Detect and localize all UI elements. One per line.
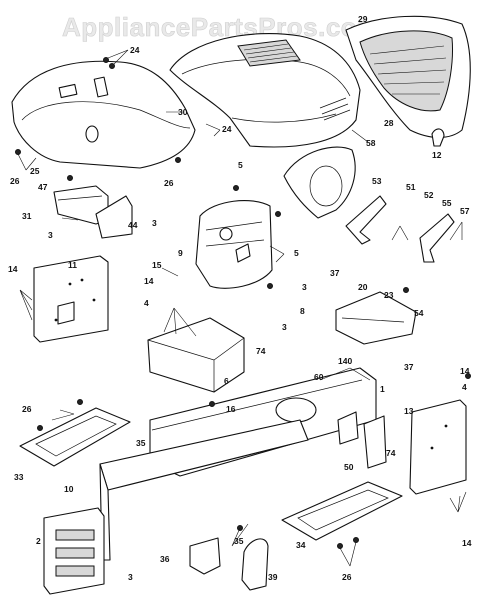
- hood-latch[interactable]: [431, 128, 445, 147]
- callout-3: 3: [48, 230, 53, 240]
- callout-31: 31: [22, 211, 32, 221]
- footrest-left[interactable]: [19, 407, 131, 467]
- footrest-right[interactable]: [281, 481, 403, 541]
- callout-26: 26: [342, 572, 352, 582]
- callout-30: 30: [178, 107, 188, 117]
- engine-hood[interactable]: [169, 33, 361, 148]
- callout-140: 140: [338, 356, 352, 366]
- callout-5: 5: [294, 248, 299, 258]
- callout-3: 3: [128, 572, 133, 582]
- callout-60: 60: [314, 372, 324, 382]
- callout-44: 44: [128, 220, 138, 230]
- callout-57: 57: [460, 206, 470, 216]
- bracket-55[interactable]: [419, 213, 455, 263]
- callout-4: 4: [144, 298, 149, 308]
- callout-4: 4: [462, 382, 467, 392]
- callout-6: 6: [224, 376, 229, 386]
- leader-lines: [17, 49, 467, 567]
- bracket-74[interactable]: [363, 415, 387, 469]
- callout-28: 28: [384, 118, 394, 128]
- callout-74: 74: [386, 448, 396, 458]
- callout-20: 20: [358, 282, 368, 292]
- callout-26: 26: [164, 178, 174, 188]
- callout-1: 1: [380, 384, 385, 394]
- dash-panel[interactable]: [195, 200, 273, 289]
- callout-34: 34: [296, 540, 306, 550]
- watermark-text: AppliancePartsPros.com: [62, 12, 381, 42]
- side-panel-13[interactable]: [409, 399, 467, 495]
- front-grille[interactable]: [345, 15, 471, 139]
- hood-side-vents: [319, 97, 351, 121]
- callout-47: 47: [38, 182, 48, 192]
- callout-12: 12: [432, 150, 442, 160]
- mount-plate[interactable]: [335, 291, 417, 345]
- battery-tray[interactable]: [147, 317, 245, 393]
- callout-37: 37: [330, 268, 340, 278]
- callout-11: 11: [68, 260, 77, 270]
- callout-9: 9: [178, 248, 183, 258]
- callout-23: 23: [384, 290, 394, 300]
- bracket-50[interactable]: [337, 411, 359, 445]
- bracket-39[interactable]: [241, 538, 269, 591]
- bracket-36[interactable]: [189, 537, 221, 575]
- callout-35: 35: [136, 438, 146, 448]
- callout-14: 14: [144, 276, 154, 286]
- hardware-fasteners: [14, 57, 471, 550]
- callout-50: 50: [344, 462, 354, 472]
- callout-58: 58: [366, 138, 376, 148]
- callout-55: 55: [442, 198, 452, 208]
- callout-24: 24: [130, 45, 140, 55]
- callout-51: 51: [406, 182, 416, 192]
- hood-grille: [237, 39, 301, 67]
- callout-13: 13: [404, 406, 414, 416]
- callout-15: 15: [152, 260, 162, 270]
- callout-26: 26: [22, 404, 32, 414]
- callout-74: 74: [256, 346, 266, 356]
- callout-29: 29: [358, 14, 368, 24]
- callout-53: 53: [372, 176, 382, 186]
- callout-14: 14: [8, 264, 18, 274]
- callout-8: 8: [300, 306, 305, 316]
- callout-35: 35: [234, 536, 244, 546]
- callout-16: 16: [226, 404, 236, 414]
- callout-3: 3: [302, 282, 307, 292]
- callout-2: 2: [36, 536, 41, 546]
- callout-14: 14: [460, 366, 470, 376]
- callout-39: 39: [268, 572, 278, 582]
- callout-33: 33: [14, 472, 24, 482]
- callout-37: 37: [404, 362, 414, 372]
- callout-25: 25: [30, 166, 40, 176]
- heat-shield[interactable]: [283, 146, 356, 219]
- callout-3: 3: [152, 218, 157, 228]
- side-rail-2[interactable]: [43, 507, 105, 595]
- callout-26: 26: [10, 176, 20, 186]
- callout-36: 36: [160, 554, 170, 564]
- mount-bracket-44[interactable]: [95, 195, 133, 239]
- bracket-53[interactable]: [345, 195, 387, 245]
- callout-10: 10: [64, 484, 74, 494]
- callout-14: 14: [462, 538, 472, 548]
- callout-labels: 29 24 30 28 24 25 26 47 26 12 58 31 44 3…: [8, 14, 472, 582]
- callout-52: 52: [424, 190, 434, 200]
- hood-panel[interactable]: [11, 60, 196, 169]
- side-panel-11[interactable]: [33, 255, 109, 343]
- callout-3: 3: [282, 322, 287, 332]
- callout-54: 54: [414, 308, 424, 318]
- callout-5: 5: [238, 160, 243, 170]
- callout-24: 24: [222, 124, 232, 134]
- main-frame[interactable]: [99, 367, 377, 561]
